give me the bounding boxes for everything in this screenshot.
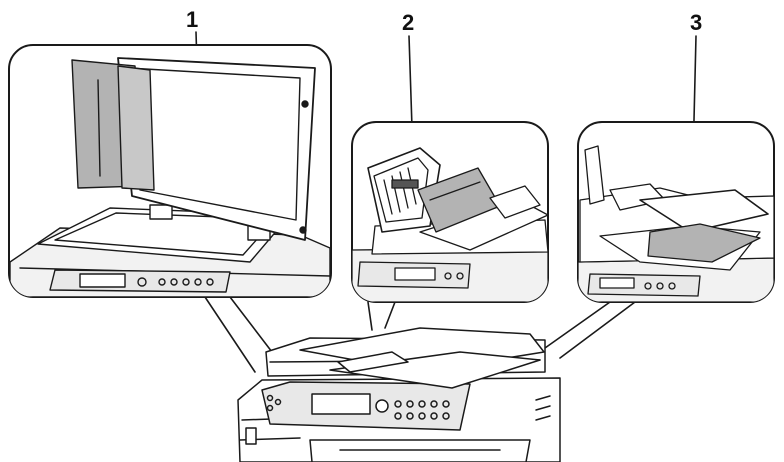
callout-number-1: 1	[186, 7, 198, 32]
callout-bubble-1	[9, 45, 331, 297]
connector-1	[205, 297, 272, 372]
main-printer	[238, 328, 560, 462]
usb-port	[246, 428, 256, 444]
connector-2	[368, 302, 395, 330]
callout-number-2: 2	[402, 10, 414, 35]
callout-bubble-2	[352, 122, 548, 302]
callout-number-3: 3	[690, 10, 702, 35]
paper-tray	[310, 440, 530, 462]
connector-3	[545, 302, 635, 358]
control-panel-display	[312, 394, 370, 414]
callout-bubble-3	[578, 122, 774, 302]
